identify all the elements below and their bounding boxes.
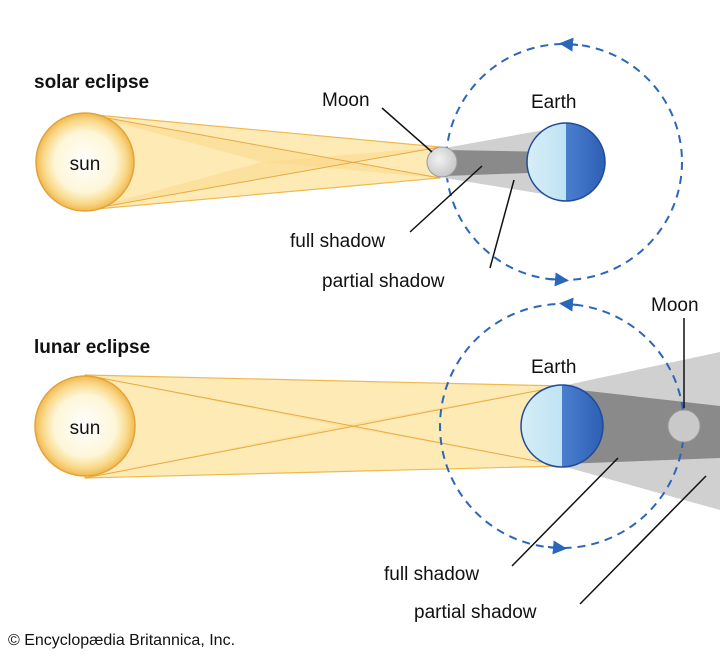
solar-eclipse-title: solar eclipse [34,72,149,93]
solar-earth-label: Earth [531,92,576,113]
solar-moon-leader [381,107,433,153]
lunar-partial-shadow-label: partial shadow [414,602,537,623]
lunar-ray-2 [84,385,563,479]
solar-full-shadow-leader [409,165,483,233]
lunar-full-shadow-leader [511,457,619,567]
solar-moon [426,146,458,178]
lunar-orbit-arrow-bottom [547,540,567,555]
solar-full-shadow-label: full shadow [290,231,385,252]
solar-orbit-arrow-top [559,37,579,52]
lunar-light-beam [84,374,563,479]
lunar-earth-label: Earth [531,357,576,378]
solar-orbit-arrow-bottom [549,272,569,287]
solar-earth [526,122,606,202]
lunar-ray-1 [84,374,563,467]
lunar-moon [667,409,701,443]
solar-partial-shadow-label: partial shadow [322,271,445,292]
lunar-eclipse-title: lunar eclipse [34,337,150,358]
lunar-full-shadow [562,388,720,464]
lunar-sun [34,375,136,477]
lunar-moon-label: Moon [651,295,699,316]
copyright-credit: © Encyclopædia Britannica, Inc. [8,632,235,649]
lunar-full-shadow-label: full shadow [384,564,479,585]
solar-ray-2 [84,146,441,211]
lunar-eclipse-panel: lunar eclipse sun Moon Earth full shadow… [34,295,720,623]
lunar-sun-label: sun [70,418,101,439]
solar-partial-shadow-leader [489,179,515,269]
solar-eclipse-panel: solar eclipse sun Moon Earth full shadow… [34,37,683,292]
lunar-orbit-arrow-top [559,297,579,312]
solar-moon-label: Moon [322,90,370,111]
solar-sun-label: sun [70,154,101,175]
solar-sun [35,112,135,212]
solar-ray-1 [84,113,441,179]
lunar-partial-shadow-leader [579,475,707,605]
lunar-earth [520,384,604,468]
